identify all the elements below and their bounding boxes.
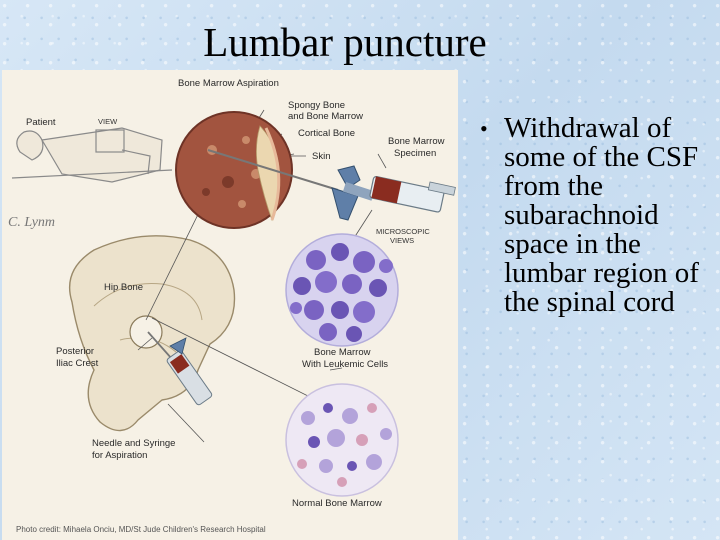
label-cortical-bone: Cortical Bone [298, 128, 355, 139]
lower-syringe [147, 331, 213, 406]
bullet-text: Withdrawal of some of the CSF from the s… [504, 112, 699, 318]
label-patient: Patient [26, 117, 56, 128]
artist-signature: C. Lynm [8, 215, 55, 230]
label-bone-marrow-aspiration: Bone Marrow Aspiration [178, 78, 279, 89]
label-leukemic-2: With Leukemic Cells [302, 359, 388, 370]
label-spongy-bone-1: Spongy Bone [288, 100, 345, 111]
label-view: VIEW [98, 117, 118, 126]
slide-title: Lumbar puncture [203, 19, 487, 65]
bullet-dot-icon: • [480, 116, 488, 141]
hip-bone [68, 235, 236, 432]
label-hip-bone: Hip Bone [104, 282, 143, 293]
label-needle-2: for Aspiration [92, 450, 147, 461]
label-microscopic-2: VIEWS [390, 236, 414, 245]
label-specimen-2: Specimen [394, 148, 436, 159]
illustration-svg: Bone Marrow Aspiration Patient VIEW Spon… [8, 78, 456, 534]
label-specimen-1: Bone Marrow [388, 136, 445, 147]
label-posterior-1: Posterior [56, 346, 94, 357]
patient-sketch [11, 127, 173, 183]
specimen-syringe [369, 175, 456, 213]
label-leukemic-1: Bone Marrow [314, 347, 371, 358]
bone-marrow-aspiration-illustration: Bone Marrow Aspiration Patient VIEW Spon… [2, 70, 458, 540]
label-microscopic-1: MICROSCOPIC [376, 227, 430, 236]
bullet-point: • Withdrawal of some of the CSF from the… [474, 114, 714, 317]
normal-marrow-micrograph [285, 383, 399, 497]
label-skin: Skin [312, 151, 330, 162]
label-normal-marrow: Normal Bone Marrow [292, 498, 382, 509]
marrow-cutaway [175, 111, 293, 229]
leukemic-cells-micrograph [285, 233, 399, 347]
label-needle-1: Needle and Syringe [92, 438, 175, 449]
photo-credit: Photo credit: Mihaela Onciu, MD/St Jude … [16, 525, 266, 534]
aspiration-needle [207, 149, 375, 221]
label-spongy-bone-2: and Bone Marrow [288, 111, 363, 122]
label-posterior-2: Iliac Crest [56, 358, 99, 369]
